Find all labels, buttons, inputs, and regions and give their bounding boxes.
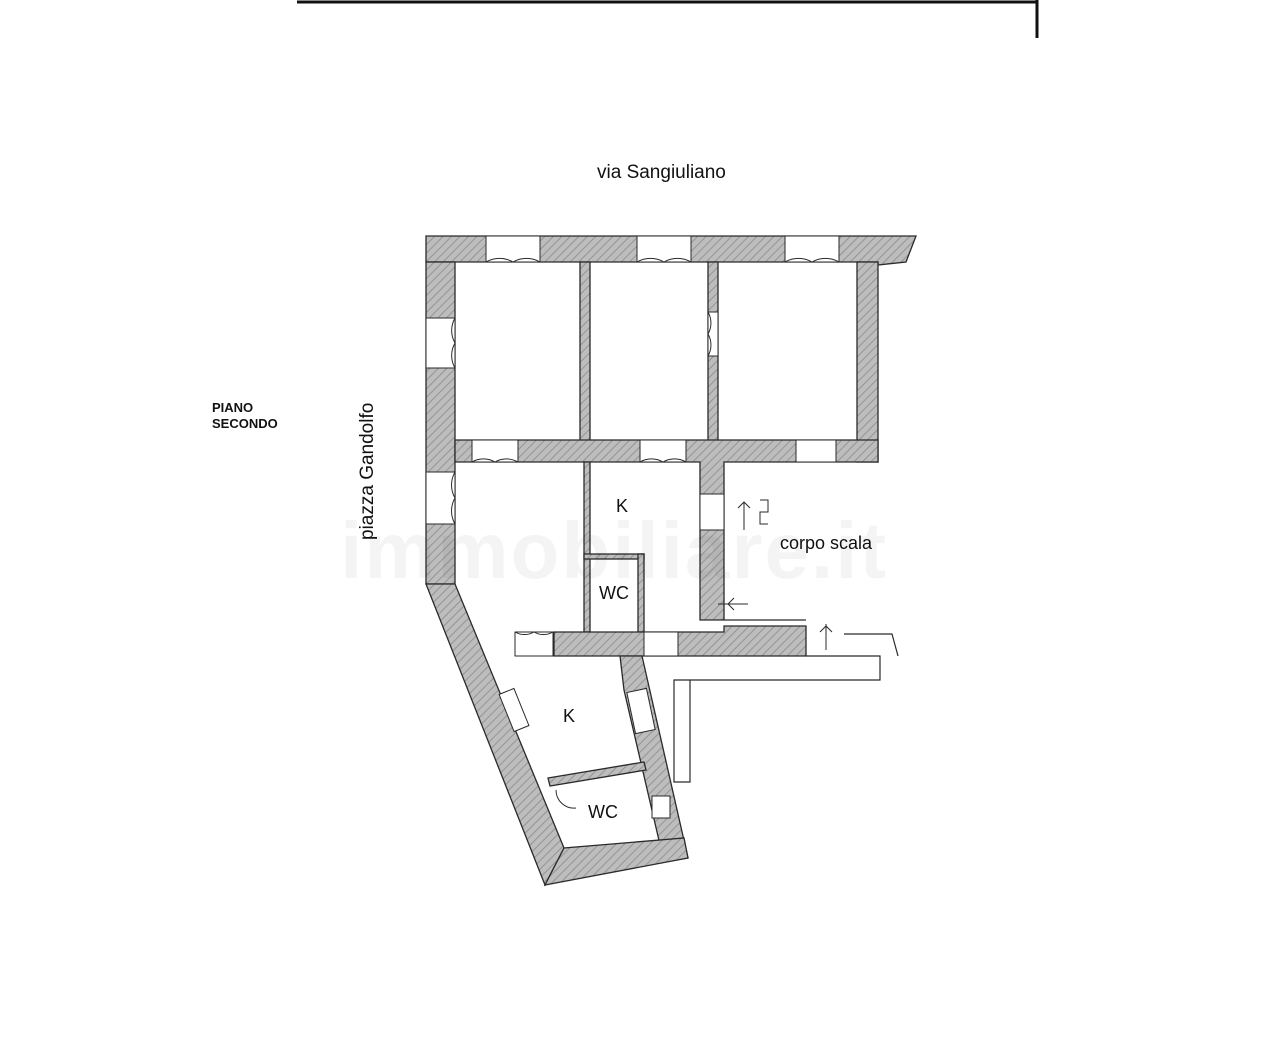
opening-right	[795, 439, 837, 463]
door-annex-wc	[651, 795, 671, 819]
door-int-1	[707, 311, 719, 357]
wall-left	[425, 261, 456, 585]
wall-annex-partition	[547, 761, 647, 787]
floor-label: PIANO SECONDO	[212, 400, 278, 432]
room-label-kitchen-annex: K	[563, 706, 576, 726]
piazza-label: piazza Gandolfo	[357, 402, 378, 540]
door-stair	[699, 493, 725, 531]
wall-interior-1	[579, 261, 591, 461]
door-top-1	[485, 235, 541, 263]
room-label-kitchen-main: K	[616, 496, 629, 516]
wall-annex-right	[619, 655, 689, 863]
outline-walls	[673, 619, 899, 783]
wall-right	[856, 261, 879, 463]
door-top-2	[636, 235, 692, 263]
room-label-wc-main: WC	[599, 583, 629, 603]
door-top-3	[784, 235, 840, 263]
door-bottom	[514, 631, 554, 657]
wall-annex-bottom	[543, 837, 689, 886]
floor-label-line2: SECONDO	[212, 416, 278, 431]
stair-core-label: corpo scala	[780, 533, 873, 553]
door-annex-k	[626, 687, 656, 735]
wall-interior-2	[707, 261, 719, 461]
doors	[425, 235, 840, 819]
wall-bottom	[553, 625, 807, 657]
street-label: via Sangiuliano	[597, 162, 726, 183]
watermark: immobiliare.it	[340, 505, 888, 597]
door-wc-main	[643, 631, 679, 657]
page-top-border	[297, 0, 1039, 38]
window-annex-1	[498, 687, 530, 733]
wall-annex-left	[425, 583, 565, 887]
stair-symbols	[718, 499, 833, 650]
door-left-1	[425, 317, 456, 369]
room-label-wc-annex: WC	[588, 802, 618, 822]
floor-label-line1: PIANO	[212, 400, 254, 415]
